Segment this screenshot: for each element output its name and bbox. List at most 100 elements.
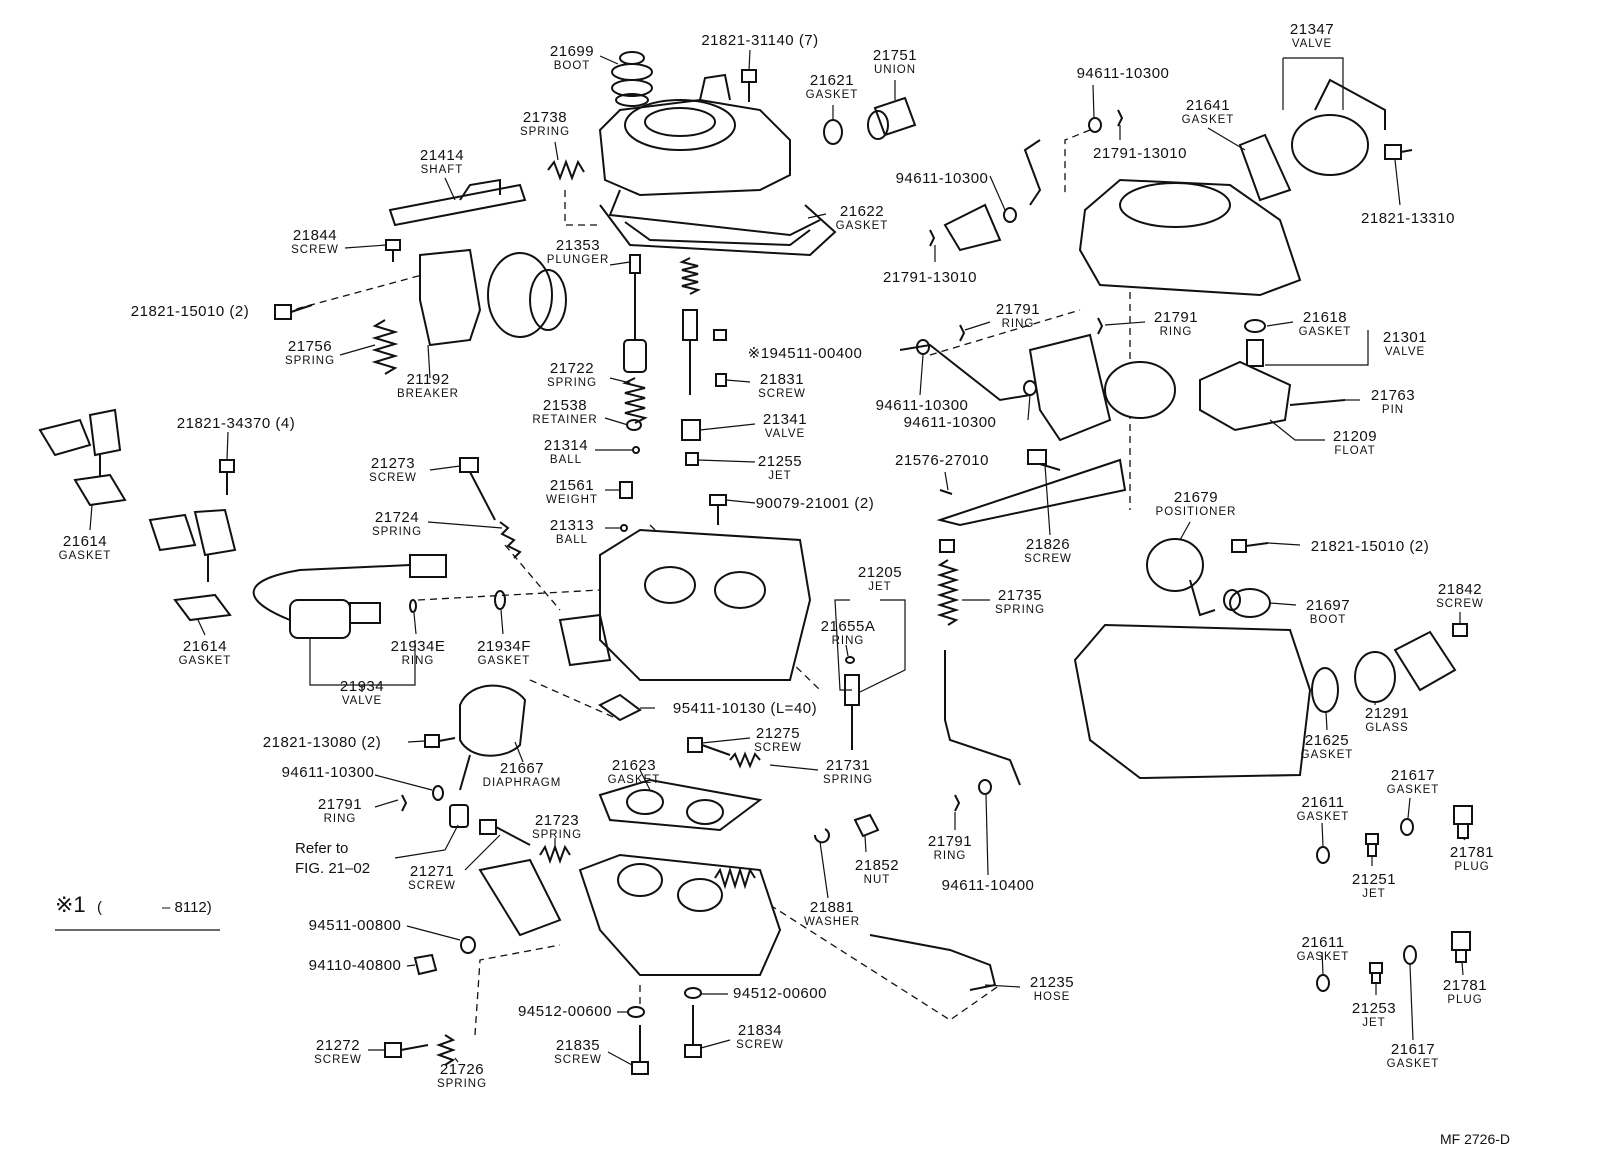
part-name: GASKET [1182,114,1235,126]
part-number: 21561 [550,477,594,494]
gasket-21934f [494,590,506,610]
part-number: 21618 [1303,309,1347,326]
callout-c33: 95411-10130 (L=40) [673,700,817,717]
part-number: 21341 [763,411,807,428]
hose-21235 [869,934,997,991]
ball-21314 [632,446,640,454]
part-name: JET [768,470,791,482]
power-piston [682,309,698,341]
part-number: 95411-10130 (L=40) [673,700,817,717]
union-21751 [867,96,917,140]
part-name: WASHER [804,916,860,928]
part-number: 21821-34370 (4) [177,415,295,432]
screw-21272 [384,1042,429,1058]
part-name: GLASS [1365,722,1408,734]
part-number: 21723 [535,812,579,829]
part-name: HOSE [1034,991,1071,1003]
ring-21791-bottom [954,794,961,812]
gasket-21617-upper [1400,818,1414,836]
part-name: SCREW [754,742,802,754]
part-number: 21576-27010 [895,452,989,469]
part-number: 21625 [1305,732,1349,749]
screw-21821-13080 [424,734,456,748]
part-number: 21611 [1301,794,1344,811]
spring-21738 [547,159,585,181]
weight-21561 [619,481,633,499]
throttle-body [478,853,782,976]
part-name: RING [324,813,357,825]
ring-21791-left [401,794,408,812]
part-number: 21781 [1450,844,1494,861]
part-name: FLOAT [1334,445,1375,457]
nut-21852 [853,813,880,838]
carburetor-body [558,528,812,681]
part-name: VALVE [765,428,805,440]
part-number: 21699 [550,43,594,60]
throttle-spring [714,866,756,890]
gasket-21611-upper [1316,846,1330,864]
spring-21726 [436,1034,456,1066]
gasket-21617-lower [1403,945,1417,965]
part-number: 21751 [873,47,917,64]
part-number: 21697 [1306,597,1350,614]
part-number: 21235 [1030,974,1074,991]
screw-90079-21001 [709,494,727,525]
part-name: GASKET [1297,811,1350,823]
part-number: 94611-10300 [282,764,375,781]
part-number: 21617 [1391,1041,1435,1058]
part-number: 21641 [1186,97,1230,114]
part-number: 21821-15010 (2) [131,303,249,320]
ring-21791-13010-left [929,229,936,247]
part-number: 21414 [420,147,464,164]
part-number: 21621 [810,72,854,89]
part-number: 21791 [318,796,362,813]
part-number: 21791-13010 [1093,145,1187,162]
ring-94611-top [1088,117,1102,133]
part-number: 21667 [500,760,544,777]
choke-rod [1023,139,1042,206]
part-name: RING [832,635,865,647]
screw-21273 [459,457,496,521]
part-name: GASKET [478,655,531,667]
part-number: 21614 [63,533,107,550]
part-number: 21273 [371,455,415,472]
part-name: SCREW [554,1054,602,1066]
part-number: 21791-13010 [883,269,977,286]
gasket-21614-upper [73,473,127,507]
callout-c37: 94611-10300 [282,764,375,781]
screw-21821-15010-right [1231,539,1269,553]
boot-21699 [611,51,653,107]
part-number: 21735 [998,587,1042,604]
part-number: 94611-10300 [896,170,989,187]
screw-21834 [684,1005,702,1058]
part-name: SCREW [1436,598,1484,610]
part-number: 21831 [760,371,804,388]
gasket-21614-lower [173,593,232,622]
part-name: RING [934,850,967,862]
breaker-21192 [419,248,567,347]
part-name: SCREW [1024,553,1072,565]
